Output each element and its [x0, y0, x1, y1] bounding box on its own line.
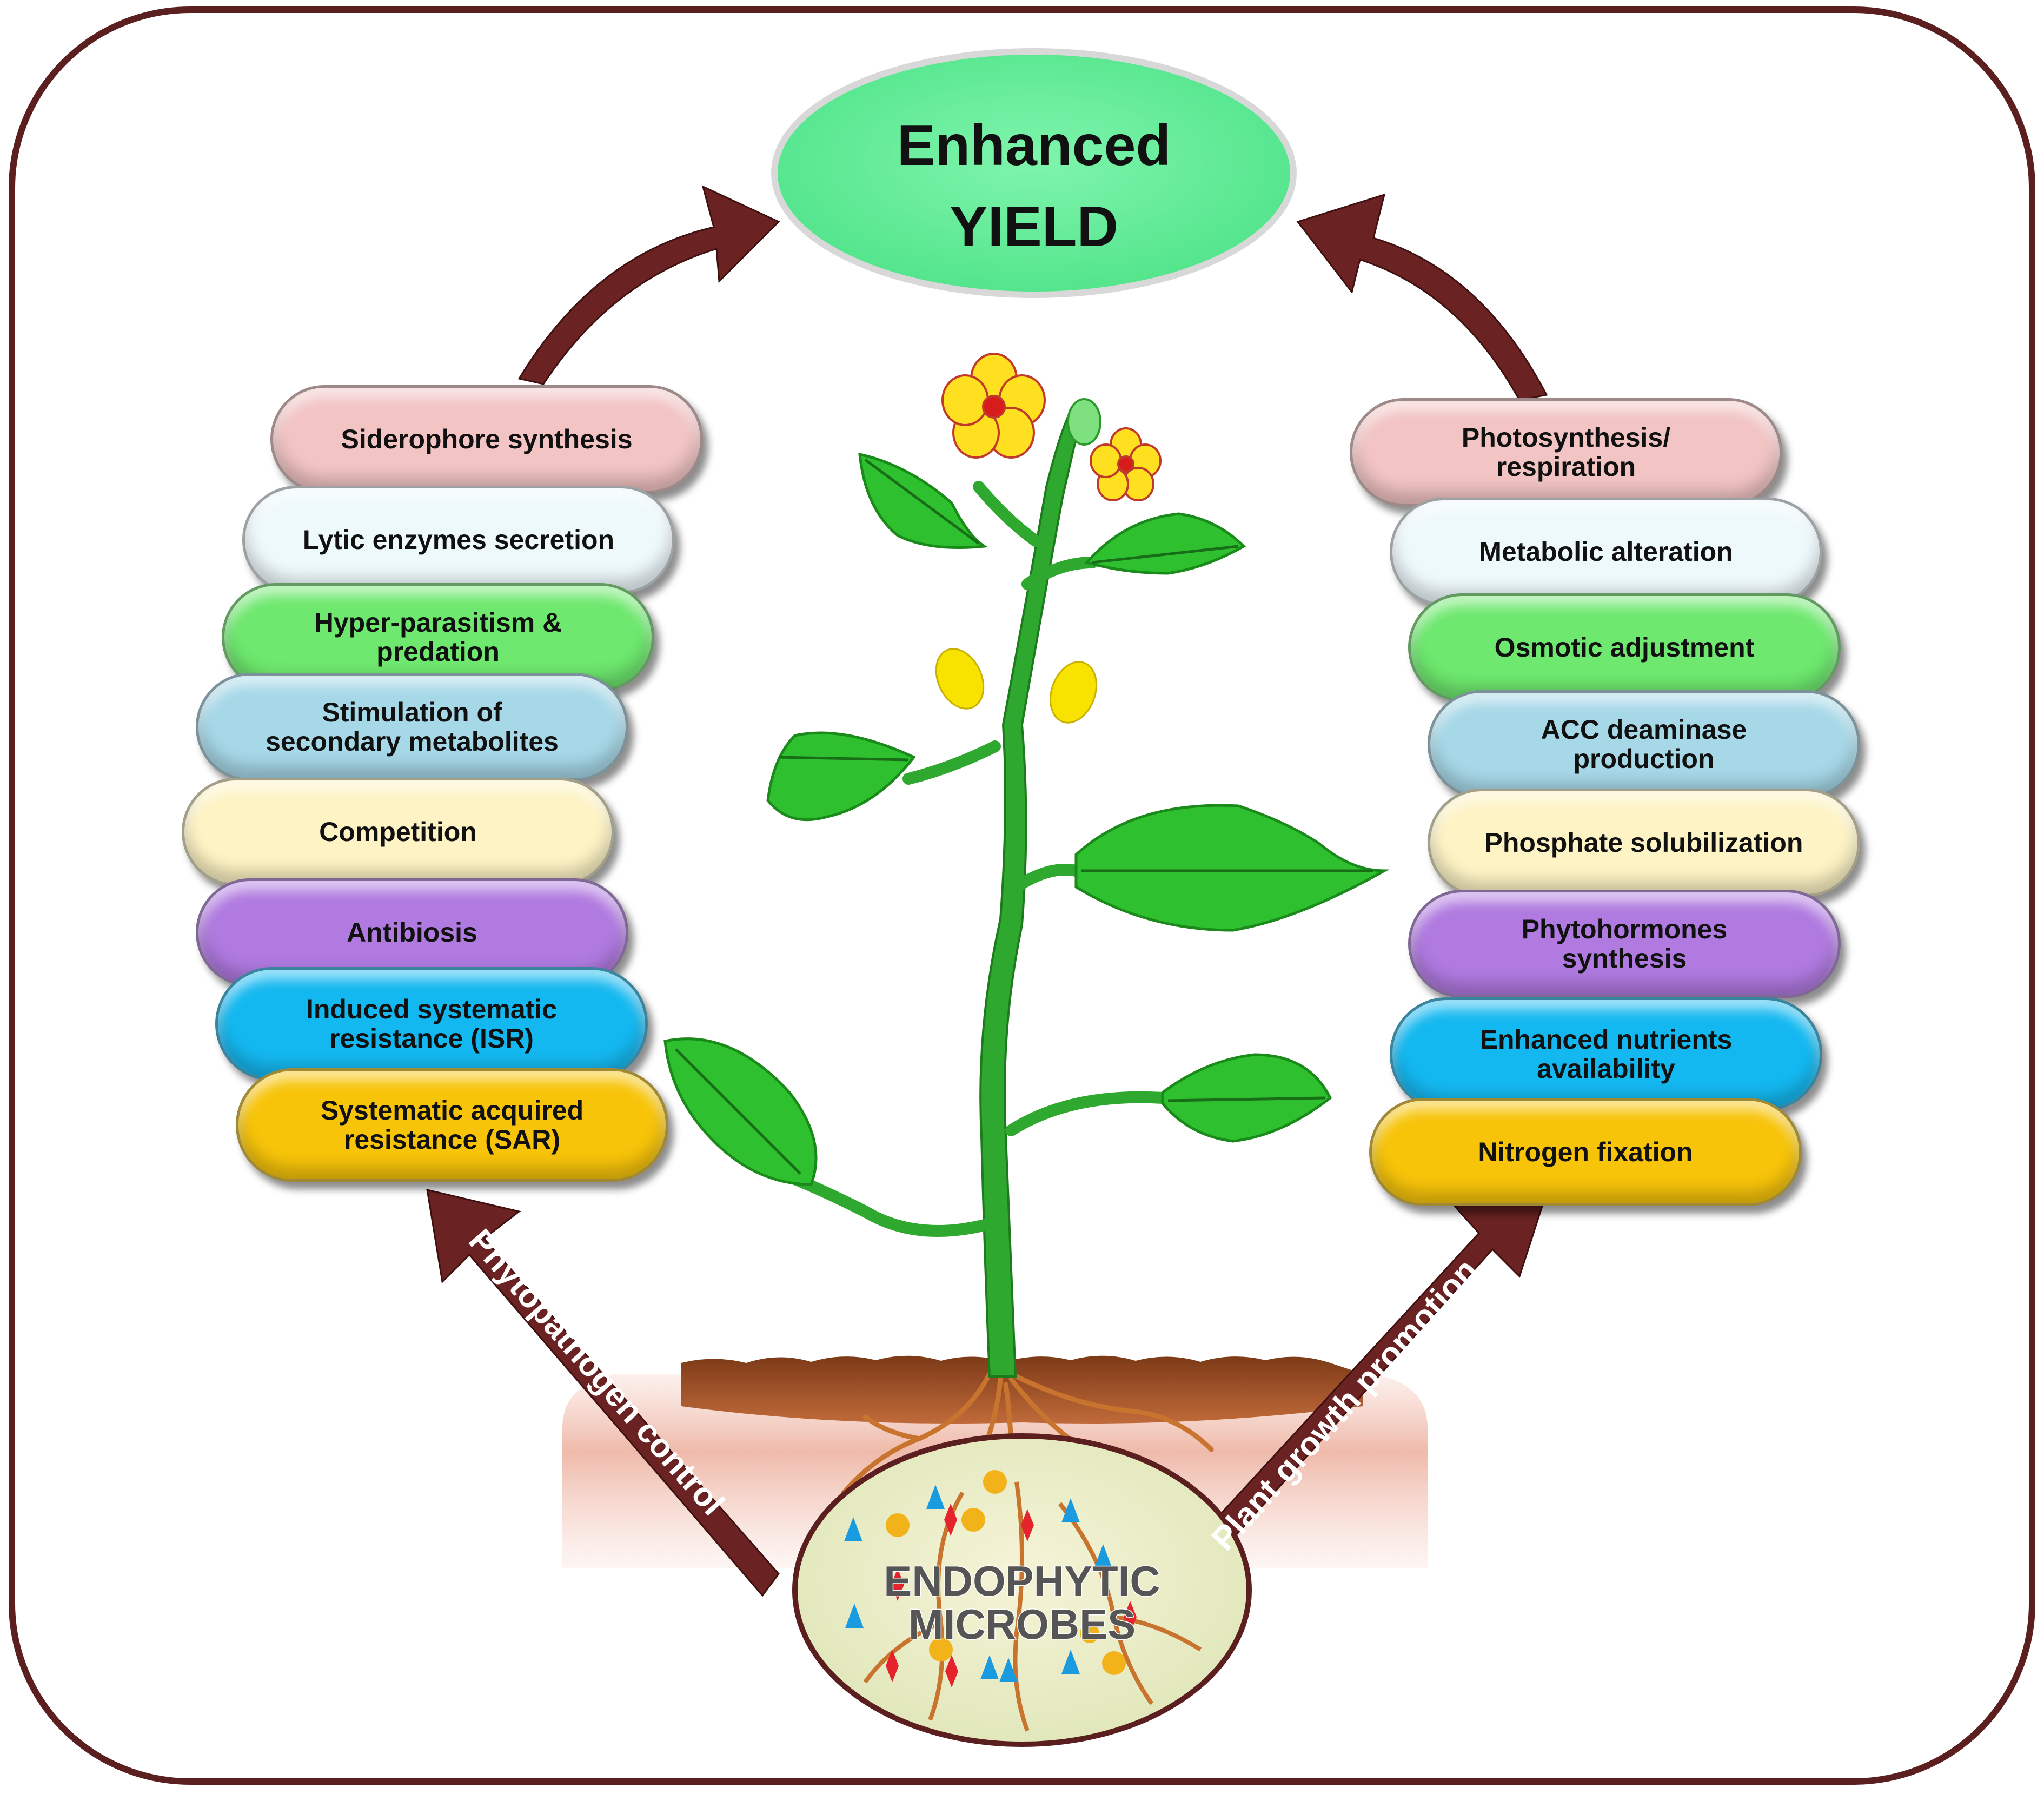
pill-label: ACC deaminase production [1541, 714, 1747, 774]
pill-label: Osmotic adjustment [1494, 632, 1755, 663]
flower-bud-green [1067, 398, 1101, 446]
pill-isr: Induced systematic resistance (ISR) [215, 967, 648, 1081]
arrow-right-to-yield [1296, 193, 1548, 401]
bud-left [935, 648, 985, 710]
flower-large [941, 353, 1046, 459]
pill-siderophore-synthesis: Siderophore synthesis [270, 385, 703, 493]
pill-secondary-metabolites: Stimulation of secondary metabolites [196, 673, 628, 781]
pill-acc-deaminase: ACC deaminase production [1428, 690, 1860, 798]
pill-label: Hyper-parasitism & predation [314, 607, 562, 667]
leaf-veins [675, 458, 1373, 1175]
pill-photosynthesis: Photosynthesis/ respiration [1350, 398, 1782, 506]
plant-branches [789, 481, 1169, 1237]
microbe-particles [844, 1470, 1137, 1687]
flower-small [1090, 427, 1162, 501]
pill-osmotic-adjustment: Osmotic adjustment [1408, 593, 1841, 701]
goal-line1: Enhanced [897, 114, 1171, 177]
pill-label: Lytic enzymes secretion [302, 525, 615, 555]
pill-phosphate-solubilization: Phosphate solubilization [1428, 789, 1860, 897]
arrow-phytopathogen-control [426, 1189, 780, 1597]
pill-label: Antibiosis [347, 917, 477, 948]
pill-competition: Competition [182, 778, 614, 886]
microbes-line2: MICROBES [908, 1600, 1136, 1648]
pill-label: Phosphate solubilization [1484, 828, 1803, 858]
pill-sar: Systematic acquired resistance (SAR) [236, 1068, 668, 1182]
pill-lytic-enzymes: Lytic enzymes secretion [242, 486, 675, 594]
pill-label: Competition [319, 817, 477, 847]
pill-label: Nitrogen fixation [1478, 1137, 1693, 1167]
pill-label: Stimulation of secondary metabolites [266, 697, 559, 757]
bud-right [1049, 661, 1098, 724]
pill-label: Siderophore synthesis [341, 424, 633, 454]
pill-nutrients-availability: Enhanced nutrients availability [1390, 997, 1822, 1111]
pill-phytohormones: Phytohormones synthesis [1408, 890, 1841, 998]
enhanced-yield-ellipse [771, 48, 1297, 298]
arrow-left-to-yield [517, 185, 780, 385]
pill-label: Photosynthesis/ respiration [1461, 422, 1671, 482]
pill-label: Systematic acquired resistance (SAR) [320, 1095, 584, 1155]
pill-nitrogen-fixation: Nitrogen fixation [1369, 1098, 1802, 1206]
pill-metabolic-alteration: Metabolic alteration [1390, 498, 1822, 606]
pill-label: Metabolic alteration [1479, 537, 1733, 567]
pill-label: Phytohormones synthesis [1521, 914, 1728, 974]
pill-label: Enhanced nutrients availability [1479, 1024, 1733, 1084]
goal-line2: YIELD [950, 195, 1118, 259]
microbes-line1: ENDOPHYTIC [884, 1557, 1160, 1605]
pill-label: Induced systematic resistance (ISR) [306, 994, 558, 1054]
